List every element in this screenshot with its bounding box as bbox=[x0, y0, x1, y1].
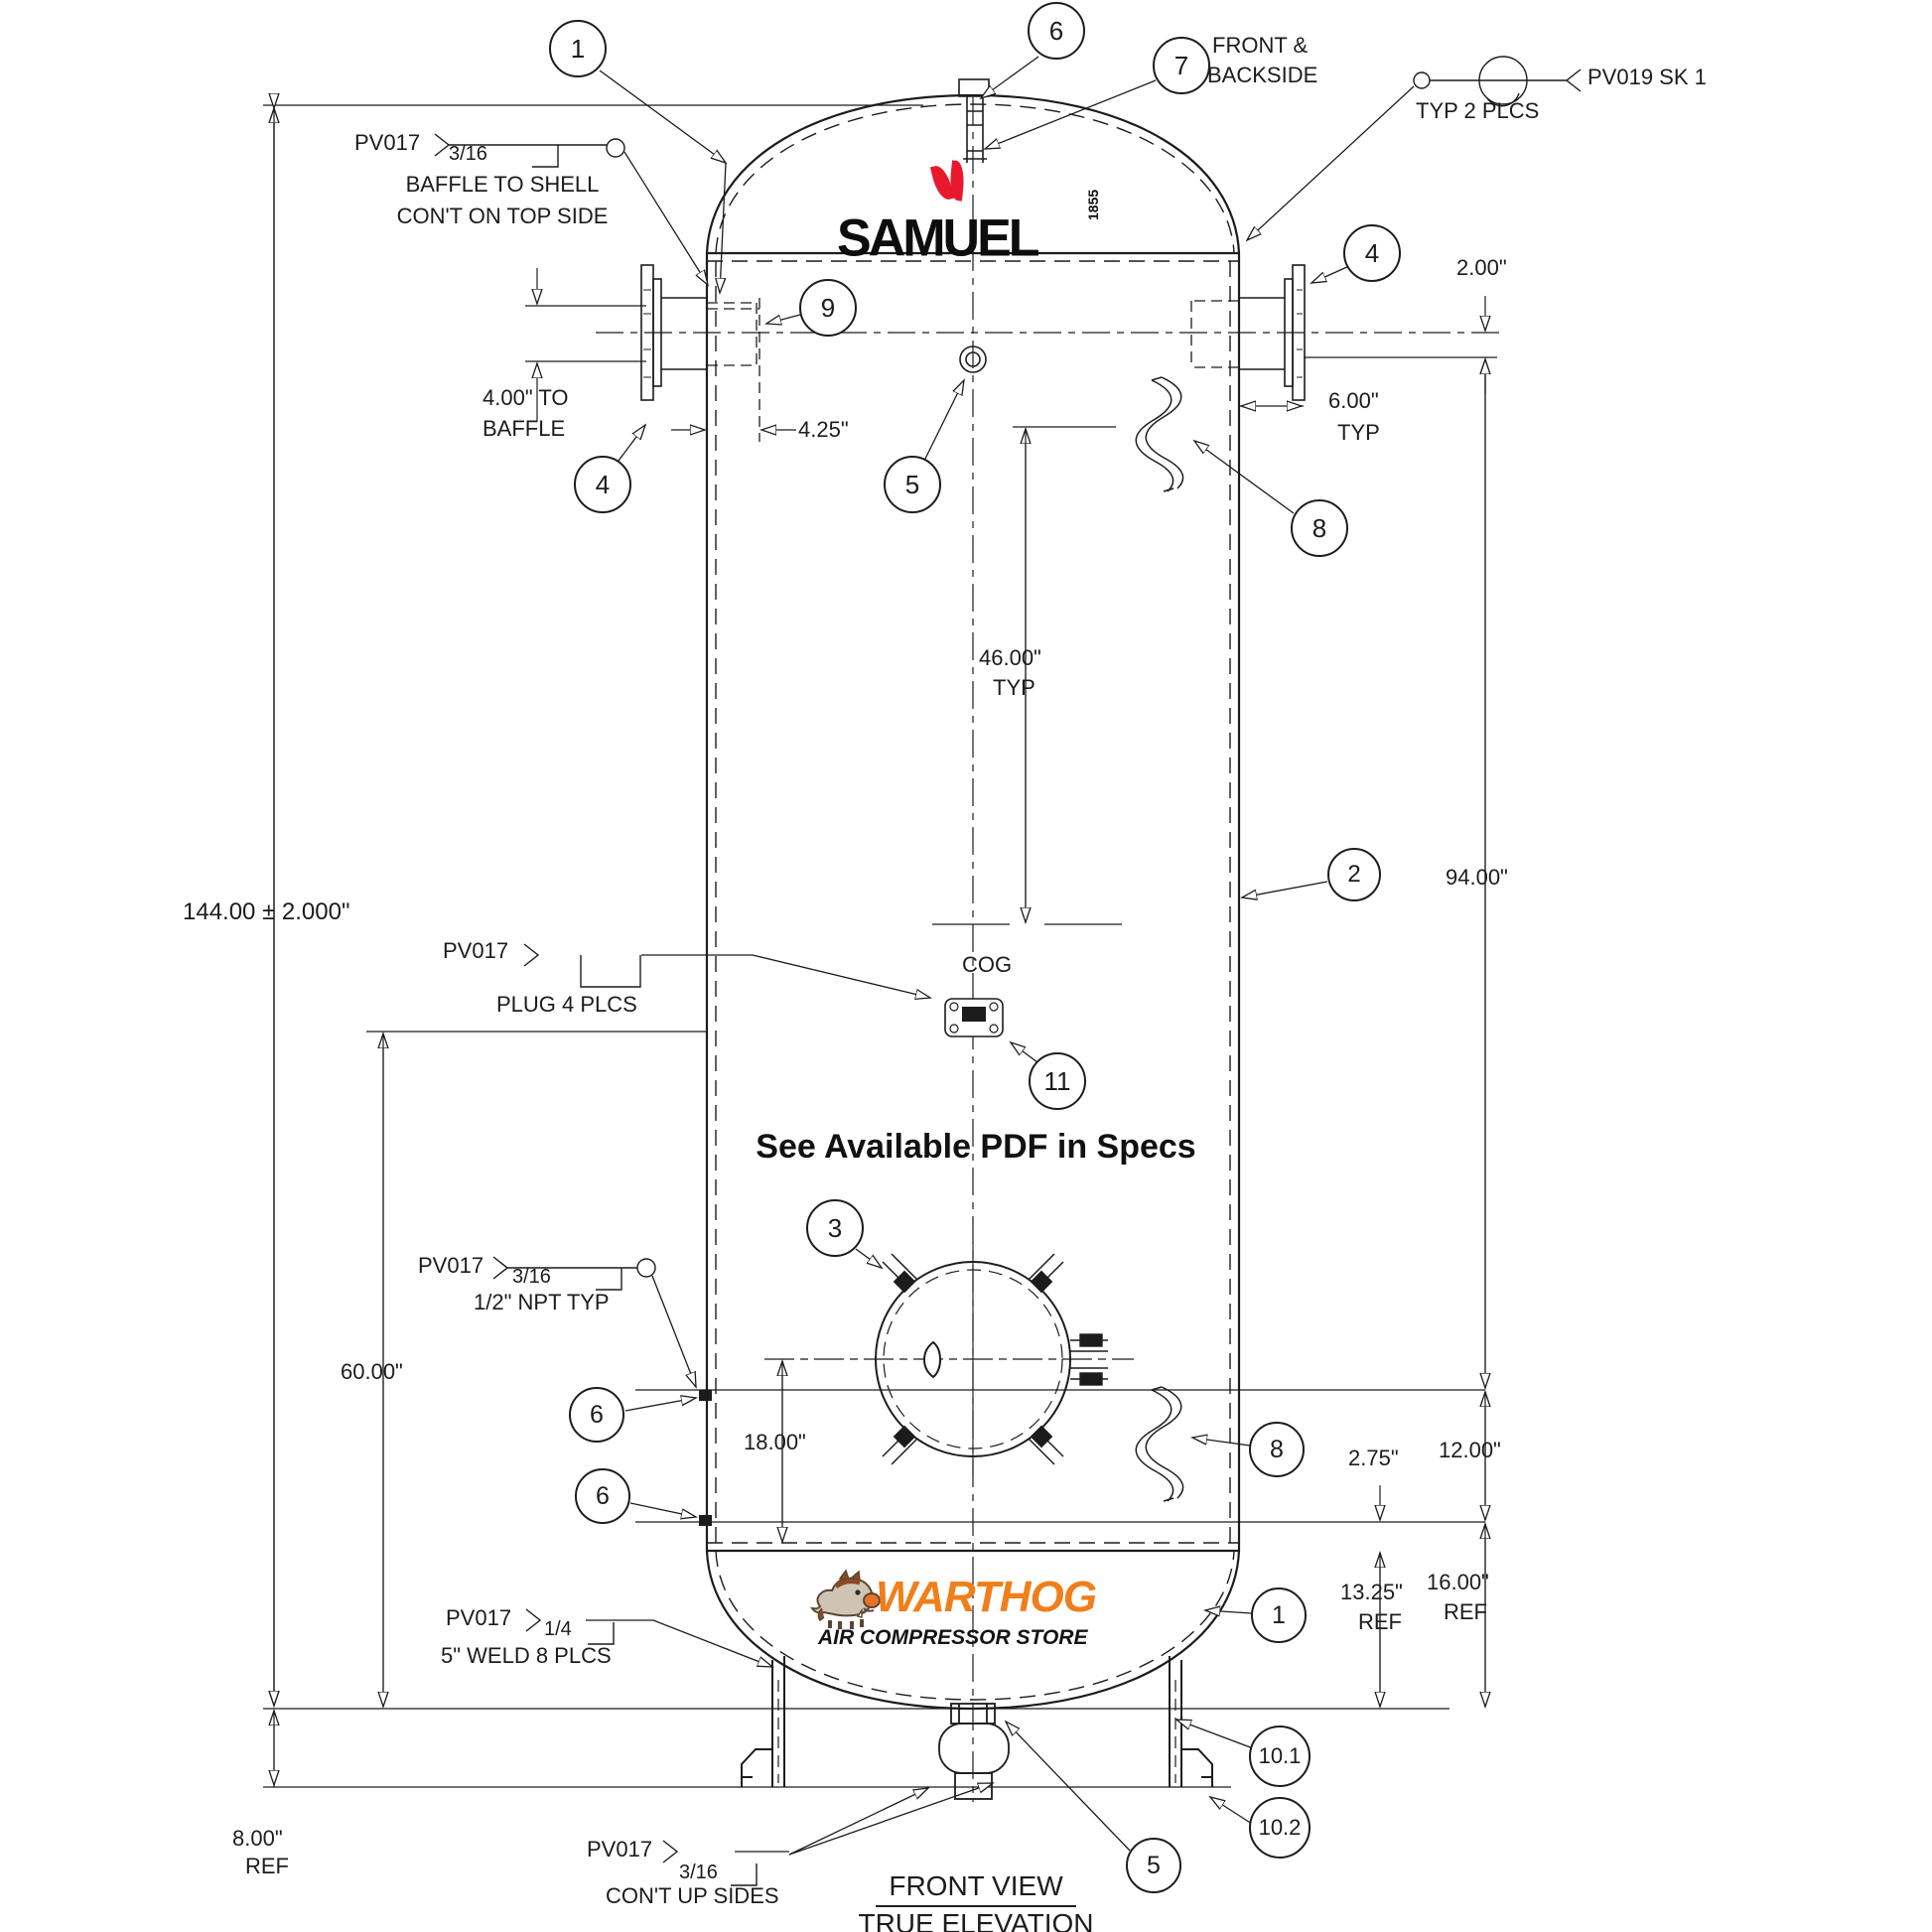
pv017-plug: PV017 bbox=[443, 938, 509, 963]
dim-2-75: 2.75" bbox=[1348, 1446, 1399, 1470]
balloon-1-bottom: 1 bbox=[1251, 1587, 1307, 1643]
weld-symbols bbox=[434, 56, 1582, 1886]
dimension-lines bbox=[274, 108, 1485, 1787]
dim-4-25: 4.25" bbox=[798, 417, 849, 442]
leader-lines bbox=[586, 56, 1415, 1856]
pv017-npt: PV017 bbox=[418, 1253, 484, 1278]
balloon-5-top: 5 bbox=[884, 456, 941, 513]
dim-16-00-ref-1: 16.00" bbox=[1427, 1570, 1489, 1594]
front-backside-note-1: FRONT & bbox=[1212, 33, 1309, 58]
balloon-10-1: 10.1 bbox=[1249, 1725, 1311, 1787]
extension-lines bbox=[263, 104, 1497, 1788]
balloon-10-2: 10.2 bbox=[1249, 1797, 1311, 1859]
dim-13-25-ref-2: REF bbox=[1358, 1609, 1402, 1634]
warthog-mascot-icon bbox=[809, 1569, 881, 1629]
front-backside-note-2: BACKSIDE bbox=[1207, 63, 1318, 87]
dim-12-00: 12.00" bbox=[1439, 1438, 1501, 1462]
weld-size-5: 1/4 bbox=[544, 1618, 572, 1640]
pv019-sk1-note: PV019 SK 1 bbox=[1587, 65, 1707, 89]
dim-8-00-ref-1: 8.00" bbox=[232, 1826, 283, 1851]
baffle-to-shell-note-2: CON'T ON TOP SIDE bbox=[396, 204, 609, 228]
weld-size-cont: 3/16 bbox=[679, 1862, 718, 1883]
balloon-8-lower: 8 bbox=[1249, 1422, 1305, 1477]
typ-2-plcs-note: TYP 2 PLCS bbox=[1416, 98, 1540, 123]
plug-4-plcs-note: PLUG 4 PLCS bbox=[496, 992, 637, 1017]
dim-6-00-typ-1: 6.00" bbox=[1328, 388, 1379, 413]
view-title: FRONT VIEW bbox=[876, 1870, 1076, 1907]
samuel-wordmark: SAMUEL bbox=[837, 208, 1040, 268]
centerlines bbox=[596, 97, 1499, 1802]
balloon-8-upper: 8 bbox=[1291, 499, 1348, 557]
dim-4-00-to-baffle-2: BAFFLE bbox=[483, 416, 566, 441]
balloon-4-right: 4 bbox=[1343, 224, 1401, 282]
baffle-to-shell-note-1: BAFFLE TO SHELL bbox=[405, 172, 600, 197]
warthog-tagline: AIR COMPRESSOR STORE bbox=[818, 1626, 1088, 1649]
balloon-4-left: 4 bbox=[574, 456, 631, 513]
weld5-note: 5" WELD 8 PLCS bbox=[441, 1643, 612, 1668]
watermark-note: See Available PDF in Specs bbox=[756, 1128, 1196, 1166]
balloon-9: 9 bbox=[799, 279, 857, 337]
npt-typ-note: 1/2" NPT TYP bbox=[474, 1290, 610, 1314]
shell-ports bbox=[699, 1390, 712, 1526]
dim-46-00-typ-2: TYP bbox=[993, 675, 1035, 700]
dim-4-00-to-baffle-1: 4.00" TO bbox=[483, 385, 569, 410]
dim-60-00: 60.00" bbox=[341, 1359, 403, 1384]
plug-pad bbox=[944, 998, 1004, 1037]
dim-18-00: 18.00" bbox=[744, 1430, 806, 1454]
balloon-6-mid-upper: 6 bbox=[569, 1387, 624, 1443]
left-nozzle-internal bbox=[707, 298, 760, 442]
balloon-6-top: 6 bbox=[1028, 2, 1085, 60]
balloon-2: 2 bbox=[1327, 848, 1381, 901]
right-nozzle-internal bbox=[1190, 300, 1239, 368]
dim-46-00-typ-1: 46.00" bbox=[979, 645, 1041, 670]
samuel-logo: SAMUEL 1855 bbox=[837, 160, 1107, 268]
warthog-wordmark: WARTHOG bbox=[876, 1573, 1097, 1621]
left-nozzle-flange bbox=[640, 264, 707, 401]
dim-16-00-ref-2: REF bbox=[1444, 1599, 1487, 1624]
weld-size-npt: 3/16 bbox=[512, 1266, 551, 1288]
top-coupling bbox=[958, 78, 990, 163]
cont-up-sides-note: CON'T UP SIDES bbox=[606, 1883, 779, 1908]
view-subtitle: TRUE ELEVATION bbox=[858, 1908, 1094, 1932]
dim-2-00: 2.00" bbox=[1456, 255, 1507, 280]
dim-13-25-ref-1: 13.25" bbox=[1340, 1580, 1403, 1604]
balloon-1-top: 1 bbox=[549, 20, 607, 77]
manway bbox=[875, 1242, 1108, 1476]
balloon-6-mid-lower: 6 bbox=[575, 1468, 630, 1524]
gusset-bracket-upper bbox=[1135, 376, 1184, 492]
samuel-year: 1855 bbox=[1085, 189, 1101, 220]
pv017-baffle-top: PV017 bbox=[354, 130, 421, 155]
dim-94-00: 94.00" bbox=[1446, 865, 1508, 890]
dim-6-00-typ-2: TYP bbox=[1337, 420, 1380, 445]
center-port bbox=[959, 345, 987, 373]
weld-size-baffle-top: 3/16 bbox=[449, 143, 487, 165]
warthog-logo: WARTHOG AIR COMPRESSOR STORE bbox=[809, 1565, 1142, 1664]
cog-label: COG bbox=[962, 952, 1013, 977]
balloon-7: 7 bbox=[1153, 37, 1210, 94]
pv017-cont: PV017 bbox=[587, 1837, 653, 1862]
right-nozzle-flange bbox=[1239, 264, 1306, 401]
dim-144-00: 144.00 ± 2.000" bbox=[183, 898, 350, 925]
dim-8-00-ref-2: REF bbox=[245, 1854, 289, 1878]
balloon-5-bottom: 5 bbox=[1126, 1838, 1181, 1893]
bottom-drain bbox=[938, 1703, 1010, 1800]
gusset-bracket-lower bbox=[1135, 1386, 1184, 1502]
pv017-weld5: PV017 bbox=[446, 1605, 512, 1630]
balloon-11: 11 bbox=[1029, 1052, 1086, 1110]
balloon-3: 3 bbox=[806, 1199, 864, 1257]
